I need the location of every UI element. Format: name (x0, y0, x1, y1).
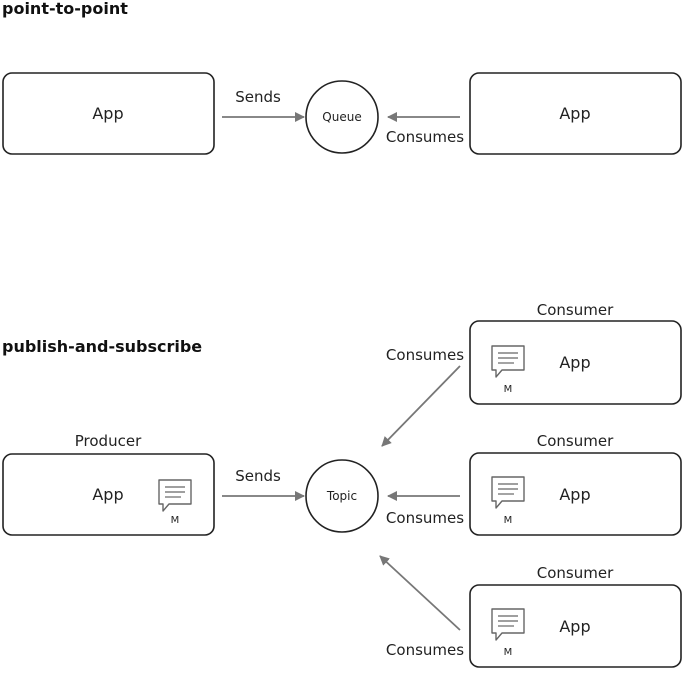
p2p-consumes-label: Consumes (386, 128, 464, 146)
producer-app-box: App M (2, 453, 215, 536)
p2p-receiver-app-label: App (559, 104, 590, 123)
p2p-sender-app-label: App (92, 104, 123, 123)
topic-node: Topic (305, 459, 379, 533)
pubsub-heading: publish-and-subscribe (2, 337, 202, 356)
consumer-3-consumes-label: Consumes (386, 641, 464, 659)
consumer-1-message-label: M (504, 384, 513, 395)
p2p-heading: point-to-point (2, 0, 128, 18)
consumer-3-app-box: App M (469, 584, 682, 668)
consumer-3-caption: Consumer (537, 564, 614, 582)
consumer-1-arrow (381, 365, 461, 447)
pubsub-sends-label: Sends (235, 467, 281, 485)
topic-label: Topic (326, 489, 357, 503)
consumer-2-message-label: M (504, 515, 513, 526)
consumer-1-consumes-label: Consumes (386, 346, 464, 364)
queue-node: Queue (305, 80, 379, 154)
p2p-receiver-app-box: App (469, 72, 682, 155)
consumer-2-caption: Consumer (537, 432, 614, 450)
consumer-2-app-box: App M (469, 452, 682, 536)
p2p-sender-app-box: App (2, 72, 215, 155)
consumer-1-caption: Consumer (537, 301, 614, 319)
consumer-1-app-box: App M (469, 320, 682, 405)
producer-caption: Producer (75, 432, 142, 450)
queue-label: Queue (322, 110, 361, 124)
consumer-3-arrow (379, 555, 461, 631)
producer-message-label: M (171, 515, 180, 526)
consumer-1-app-label: App (559, 353, 590, 372)
consumer-2-consumes-label: Consumes (386, 509, 464, 527)
consumer-3-app-label: App (559, 617, 590, 636)
producer-app-label: App (92, 485, 123, 504)
consumer-2-app-label: App (559, 485, 590, 504)
consumer-3-message-label: M (504, 647, 513, 658)
p2p-sends-label: Sends (235, 88, 281, 106)
